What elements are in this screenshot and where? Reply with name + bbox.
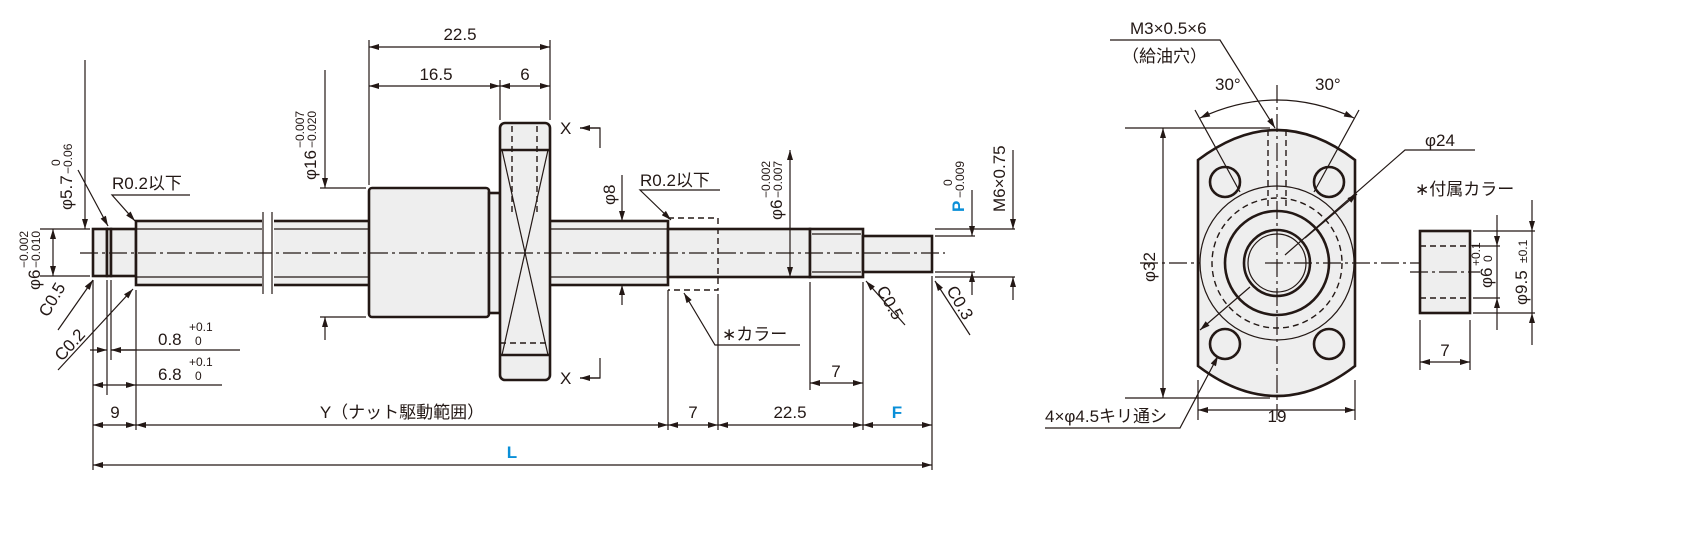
mounting-holes bbox=[1208, 165, 1346, 361]
shaft-tip bbox=[861, 234, 934, 274]
svg-text:0: 0 bbox=[49, 159, 63, 166]
side-view: 22.5 16.5 6 X X R0.2以下 R0.2以下 ∗カラー 0.8 +… bbox=[17, 25, 1016, 470]
r02-right-label: R0.2以下 bbox=[640, 171, 710, 190]
svg-text:+0.1: +0.1 bbox=[1469, 242, 1483, 266]
svg-text:φ6: φ6 bbox=[1477, 268, 1496, 288]
section-x-bottom: X bbox=[560, 369, 571, 388]
svg-text:0: 0 bbox=[941, 179, 955, 186]
svg-text:φ16: φ16 bbox=[301, 150, 320, 180]
dim-6-8-tol-upper: +0.1 bbox=[189, 355, 213, 369]
dim-phi8: φ8 bbox=[600, 185, 619, 205]
dim-overall-l: L bbox=[507, 443, 517, 462]
svg-text:φ9.5: φ9.5 bbox=[1512, 270, 1531, 305]
dim-phi16: φ16 −0.007 −0.020 bbox=[293, 111, 320, 180]
collar-outer-dia: φ9.5 ±0.1 bbox=[1512, 239, 1531, 305]
dim-7-thread: 7 bbox=[831, 362, 840, 381]
dim-phi6-left: φ6 −0.002 −0.010 bbox=[17, 231, 44, 290]
svg-text:−0.010: −0.010 bbox=[29, 231, 43, 268]
angle-left: 30° bbox=[1215, 75, 1241, 94]
angle-right: 30° bbox=[1315, 75, 1341, 94]
dim-9: 9 bbox=[110, 403, 119, 422]
oil-hole-spec: M3×0.5×6 bbox=[1130, 19, 1207, 38]
svg-text:φ6: φ6 bbox=[25, 270, 44, 290]
dim-6-8: 6.8 bbox=[158, 365, 182, 384]
section-x-top: X bbox=[560, 119, 571, 138]
chamfer-c0-5-right: C0.5 bbox=[873, 283, 907, 324]
chamfer-c0-2: C0.2 bbox=[51, 325, 89, 364]
dim-16-5: 16.5 bbox=[419, 65, 452, 84]
svg-text:φ5.7: φ5.7 bbox=[57, 175, 76, 210]
dim-phi5-7: φ5.7 0 −0.06 bbox=[49, 143, 76, 210]
dim-0-8-tol-lower: 0 bbox=[195, 334, 202, 348]
svg-text:P: P bbox=[949, 201, 968, 212]
dim-p: P 0 −0.009 bbox=[941, 161, 968, 212]
svg-text:−0.020: −0.020 bbox=[305, 111, 319, 148]
dim-6: 6 bbox=[520, 65, 529, 84]
svg-text:±0.1: ±0.1 bbox=[1516, 239, 1530, 263]
svg-text:−0.002: −0.002 bbox=[17, 231, 31, 268]
svg-text:−0.007: −0.007 bbox=[293, 111, 307, 148]
dim-phi6-right: φ6 −0.002 −0.007 bbox=[759, 161, 786, 220]
dim-phi32: φ32 bbox=[1140, 252, 1159, 282]
end-view: M3×0.5×6 （給油穴） 30° 30° φ24 φ32 19 4×φ4.5… bbox=[1045, 19, 1475, 429]
dim-22-5-bottom: 22.5 bbox=[773, 403, 806, 422]
collar-note: ∗カラー bbox=[722, 325, 787, 344]
mounting-hole-spec: 4×φ4.5キリ通シ bbox=[1045, 407, 1167, 426]
svg-text:−0.007: −0.007 bbox=[771, 161, 785, 198]
dim-7: 7 bbox=[688, 403, 697, 422]
dim-22-5-top: 22.5 bbox=[443, 25, 476, 44]
svg-text:−0.06: −0.06 bbox=[61, 143, 75, 174]
collar-inner-dia: φ6 +0.1 0 bbox=[1469, 242, 1496, 288]
angle-arc bbox=[1199, 99, 1355, 119]
dim-19: 19 bbox=[1268, 407, 1287, 426]
svg-text:−0.009: −0.009 bbox=[953, 161, 967, 198]
r02-left-label: R0.2以下 bbox=[112, 174, 182, 193]
thread-spec: M6×0.75 bbox=[990, 145, 1009, 212]
dim-0-8: 0.8 bbox=[158, 330, 182, 349]
collar-outline bbox=[668, 217, 719, 291]
svg-text:φ6: φ6 bbox=[767, 200, 786, 220]
svg-text:−0.002: −0.002 bbox=[759, 161, 773, 198]
dim-f: F bbox=[892, 403, 902, 422]
svg-text:0: 0 bbox=[1481, 255, 1495, 262]
dim-6-8-tol-lower: 0 bbox=[195, 369, 202, 383]
collar-length: 7 bbox=[1440, 341, 1449, 360]
collar-title: ∗付属カラー bbox=[1415, 180, 1514, 199]
oil-hole-note: （給油穴） bbox=[1122, 47, 1207, 66]
dim-0-8-tol-upper: +0.1 bbox=[189, 320, 213, 334]
collar-view: ∗付属カラー 7 φ6 +0.1 0 φ9.5 ±0.1 bbox=[1410, 180, 1535, 370]
dim-y-stroke: Y（ナット駆動範囲） bbox=[320, 403, 484, 422]
dim-phi24: φ24 bbox=[1425, 131, 1455, 150]
